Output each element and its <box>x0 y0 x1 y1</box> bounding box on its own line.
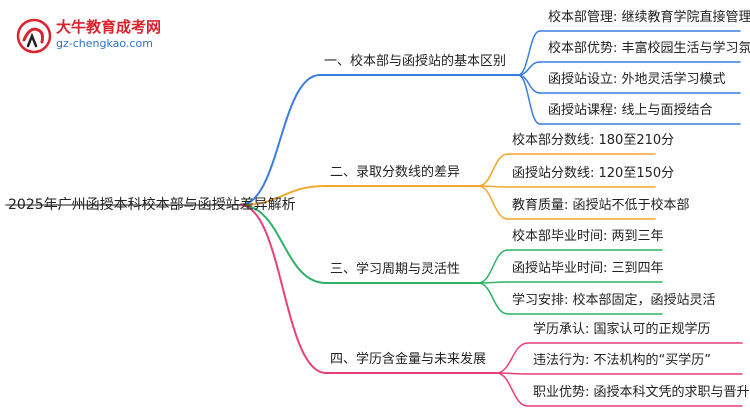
branch-2-leaf-3-connector <box>477 185 509 220</box>
branch-1-label: 一、校本部与函授站的基本区别 <box>324 54 507 69</box>
branch-3-leaf-1-connector <box>477 249 509 284</box>
branch-1-leaf-3: 函授站设立: 外地灵活学习模式 <box>548 72 726 87</box>
branch-2-leaf-3: 教育质量: 函授站不低于校本部 <box>512 198 690 213</box>
branch-4-leaf-1: 学历承认: 国家认可的正规学历 <box>533 322 711 337</box>
branch-1-leaf-4: 函授站课程: 线上与面授结合 <box>548 103 713 118</box>
branch-3-label: 三、学习周期与灵活性 <box>330 262 461 277</box>
branch-3-connector <box>239 204 327 284</box>
branch-3-leaf-3-connector <box>477 282 509 315</box>
branch-4-leaf-1-connector <box>495 342 529 374</box>
site-logo[interactable]: 大牛教育成考网 gz-chengkao.com <box>12 12 212 58</box>
logo-title: 大牛教育成考网 <box>56 18 162 36</box>
branch-2-leaf-2: 函授站分数线: 120至150分 <box>512 166 675 181</box>
branch-4-leaf-3-connector <box>495 372 529 407</box>
branch-2-label: 二、录取分数线的差异 <box>330 165 461 180</box>
branch-3-leaf-3: 学习安排: 校本部固定，函授站灵活 <box>512 293 716 308</box>
branch-1-leaf-1-connector <box>517 30 541 76</box>
branch-3-leaf-2: 函授站毕业时间: 三到四年 <box>512 261 664 276</box>
branch-2-leaf-1-connector <box>477 153 509 187</box>
branch-4-leaf-3: 职业优势: 函授本科文凭的求职与晋升优势 <box>533 385 750 400</box>
branch-1-leaf-1: 校本部管理: 继续教育学院直接管理 <box>548 10 750 25</box>
branch-1-leaf-2: 校本部优势: 丰富校园生活与学习氛围 <box>548 41 750 56</box>
logo-emblem-icon <box>16 18 52 54</box>
branch-4-connector <box>239 204 327 374</box>
branch-2-connector <box>239 185 327 206</box>
root-topic: 2025年广州函授本科校本部与函授站差异解析 <box>8 197 296 213</box>
branch-1-connector <box>239 74 321 206</box>
branch-2-leaf-1: 校本部分数线: 180至210分 <box>512 133 675 148</box>
branch-1-leaf-4-connector <box>517 74 541 125</box>
branch-4-label: 四、学历含金量与未来发展 <box>330 352 487 367</box>
logo-url: gz-chengkao.com <box>56 37 153 50</box>
branch-4-leaf-2: 违法行为: 不法机构的“买学历” <box>533 353 711 368</box>
branch-3-leaf-1: 校本部毕业时间: 两到三年 <box>512 229 664 244</box>
